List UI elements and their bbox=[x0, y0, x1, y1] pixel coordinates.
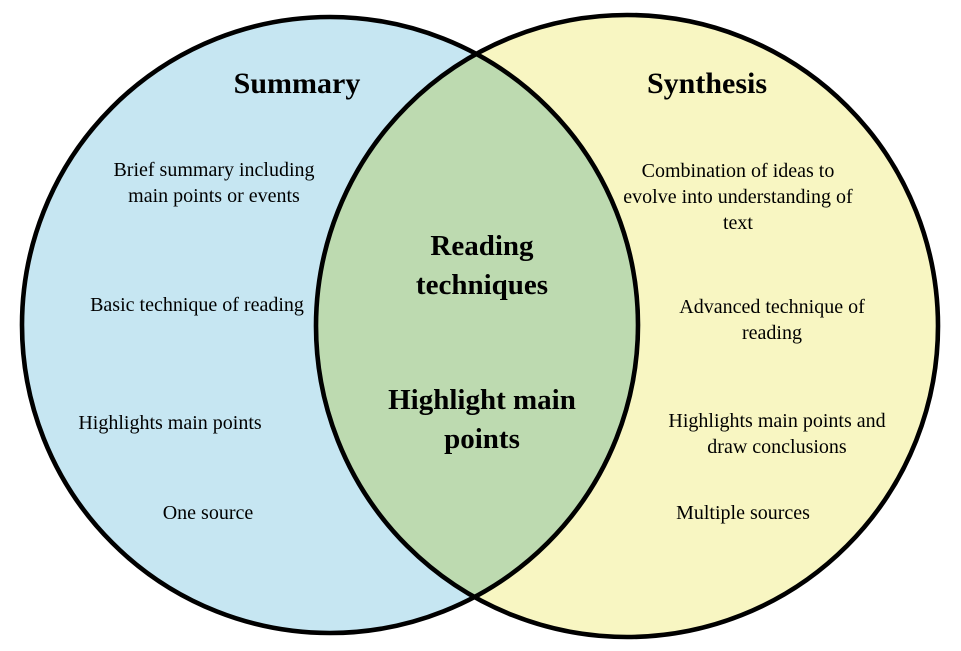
text-line: Highlight main bbox=[388, 384, 576, 416]
text-line: Multiple sources bbox=[676, 502, 810, 524]
summary-item-brief-summary: Brief summary including main points or e… bbox=[113, 157, 314, 209]
summary-title: Summary bbox=[234, 66, 361, 102]
overlap-region bbox=[316, 17, 638, 633]
text-line: Basic technique of reading bbox=[90, 294, 304, 316]
text-line: Highlights main points bbox=[78, 412, 262, 434]
text-line: techniques bbox=[415, 269, 549, 301]
synthesis-circle-outline bbox=[313, 12, 941, 640]
text-line: Combination of ideas to bbox=[641, 160, 835, 182]
summary-item-basic-technique: Basic technique of reading bbox=[90, 292, 304, 318]
text-line: Highlights main points and bbox=[668, 410, 886, 432]
text-line: One source bbox=[162, 502, 254, 524]
title-line: Synthesis bbox=[646, 67, 768, 100]
text-line: draw conclusions bbox=[707, 436, 847, 458]
text-line: reading bbox=[742, 322, 802, 344]
synthesis-item-multiple-sources: Multiple sources bbox=[676, 500, 810, 526]
synthesis-item-highlights-conclusions: Highlights main points and draw conclusi… bbox=[668, 408, 885, 460]
overlap-item-highlight-main-points: Highlight main points bbox=[388, 381, 576, 459]
text-line: points bbox=[444, 423, 520, 455]
text-line: main points or events bbox=[128, 185, 300, 207]
text-line: Brief summary including bbox=[113, 159, 315, 181]
summary-item-highlights: Highlights main points bbox=[78, 410, 261, 436]
title-line: Summary bbox=[233, 67, 361, 100]
summary-circle-outline bbox=[19, 14, 641, 636]
synthesis-title: Synthesis bbox=[647, 66, 767, 102]
text-line: Advanced technique of bbox=[679, 296, 865, 318]
summary-item-one-source: One source bbox=[163, 500, 254, 526]
synthesis-item-advanced-technique: Advanced technique of reading bbox=[679, 294, 864, 346]
text-line: Reading bbox=[430, 230, 534, 262]
text-line: text bbox=[723, 212, 753, 234]
text-line: evolve into understanding of bbox=[623, 186, 853, 208]
synthesis-item-combination: Combination of ideas to evolve into unde… bbox=[623, 158, 852, 236]
overlap-item-reading-techniques: Reading techniques bbox=[416, 227, 548, 305]
